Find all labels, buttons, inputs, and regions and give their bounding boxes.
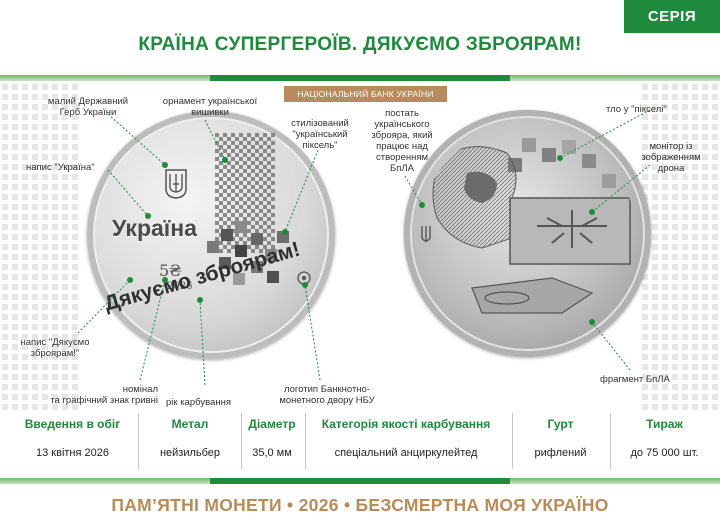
- label-inscription-ukraina: напис "Україна": [26, 162, 95, 173]
- page-title: КРАЇНА СУПЕРГЕРОЇВ. ДЯКУЄМО ЗБРОЯРАМ!: [138, 34, 582, 55]
- spec-column: Введення в обіг 13 квітня 2026: [10, 413, 135, 469]
- label-small-coat: малий Державний Герб України: [47, 96, 129, 118]
- footer-series-title: ПАМ’ЯТНІ МОНЕТИ • 2026 • БЕЗСМЕРТНА МОЯ …: [111, 495, 609, 515]
- label-nominal: номінал та графічний знак гривні: [50, 384, 158, 406]
- label-uav-fragment: фрагмент БпЛА: [600, 374, 670, 385]
- spec-divider: [305, 413, 306, 469]
- label-year: рік карбування: [166, 397, 231, 408]
- reverse-scene: [421, 138, 631, 314]
- spec-header: Категорія якості карбування: [321, 417, 491, 431]
- spec-divider: [138, 413, 139, 469]
- spec-column: Гурт рифлений: [513, 413, 608, 469]
- bottom-divider: [0, 478, 720, 484]
- spec-divider: [241, 413, 242, 469]
- label-inscription-thanks: напис "Дякуємо зброярам!": [20, 337, 90, 359]
- ornament-pattern-left: [0, 82, 80, 412]
- coin-country-inscription: Україна: [112, 215, 197, 241]
- spec-value: 35,0 мм: [252, 447, 292, 459]
- spec-header: Діаметр: [248, 417, 296, 431]
- spec-divider: [512, 413, 513, 469]
- spec-column: Метал нейзильбер: [140, 413, 240, 469]
- label-pixel-bg: тло у "пікселі": [606, 104, 667, 115]
- spec-value: нейзильбер: [159, 447, 221, 459]
- label-pixel: стилізований "український піксель": [291, 118, 349, 151]
- label-gunsmith: постать українського зброяра, який працю…: [371, 108, 433, 174]
- spec-value: до 75 000 шт.: [630, 447, 699, 459]
- spec-column: Тираж до 75 000 шт.: [612, 413, 717, 469]
- series-badge: СЕРІЯ: [624, 0, 720, 33]
- coin-denomination: 5₴: [159, 261, 182, 280]
- mint-logo-icon: [297, 271, 311, 285]
- spec-header: Метал: [171, 417, 209, 431]
- ornament-pattern-right: [640, 82, 720, 412]
- trident-icon: [165, 169, 187, 199]
- coin-reverse: [404, 110, 651, 357]
- spec-value: рифлений: [534, 447, 587, 459]
- label-ornament: орнамент української вишивки: [162, 96, 258, 118]
- pixel-pattern: [207, 221, 289, 285]
- top-divider: [0, 75, 720, 81]
- label-mint-logo: логотип Банкнотно- монетного двору НБУ: [279, 384, 375, 406]
- spec-header: Гурт: [547, 417, 574, 431]
- label-monitor: монітор із зображенням дрона: [641, 141, 701, 174]
- specs-table: Введення в обіг 13 квітня 2026 Метал ней…: [0, 413, 720, 473]
- spec-column: Категорія якості карбування спеціальний …: [306, 413, 506, 469]
- coin-year: 2026: [167, 281, 193, 292]
- spec-column: Діаметр 35,0 мм: [242, 413, 302, 469]
- spec-value: спеціальний анциркулейтед: [334, 447, 478, 459]
- bank-badge: НАЦІОНАЛЬНИЙ БАНК УКРАЇНИ: [284, 86, 447, 102]
- spec-header: Тираж: [646, 417, 683, 431]
- spec-divider: [610, 413, 611, 469]
- spec-value: 13 квітня 2026: [36, 447, 109, 459]
- spec-header: Введення в обіг: [24, 417, 121, 431]
